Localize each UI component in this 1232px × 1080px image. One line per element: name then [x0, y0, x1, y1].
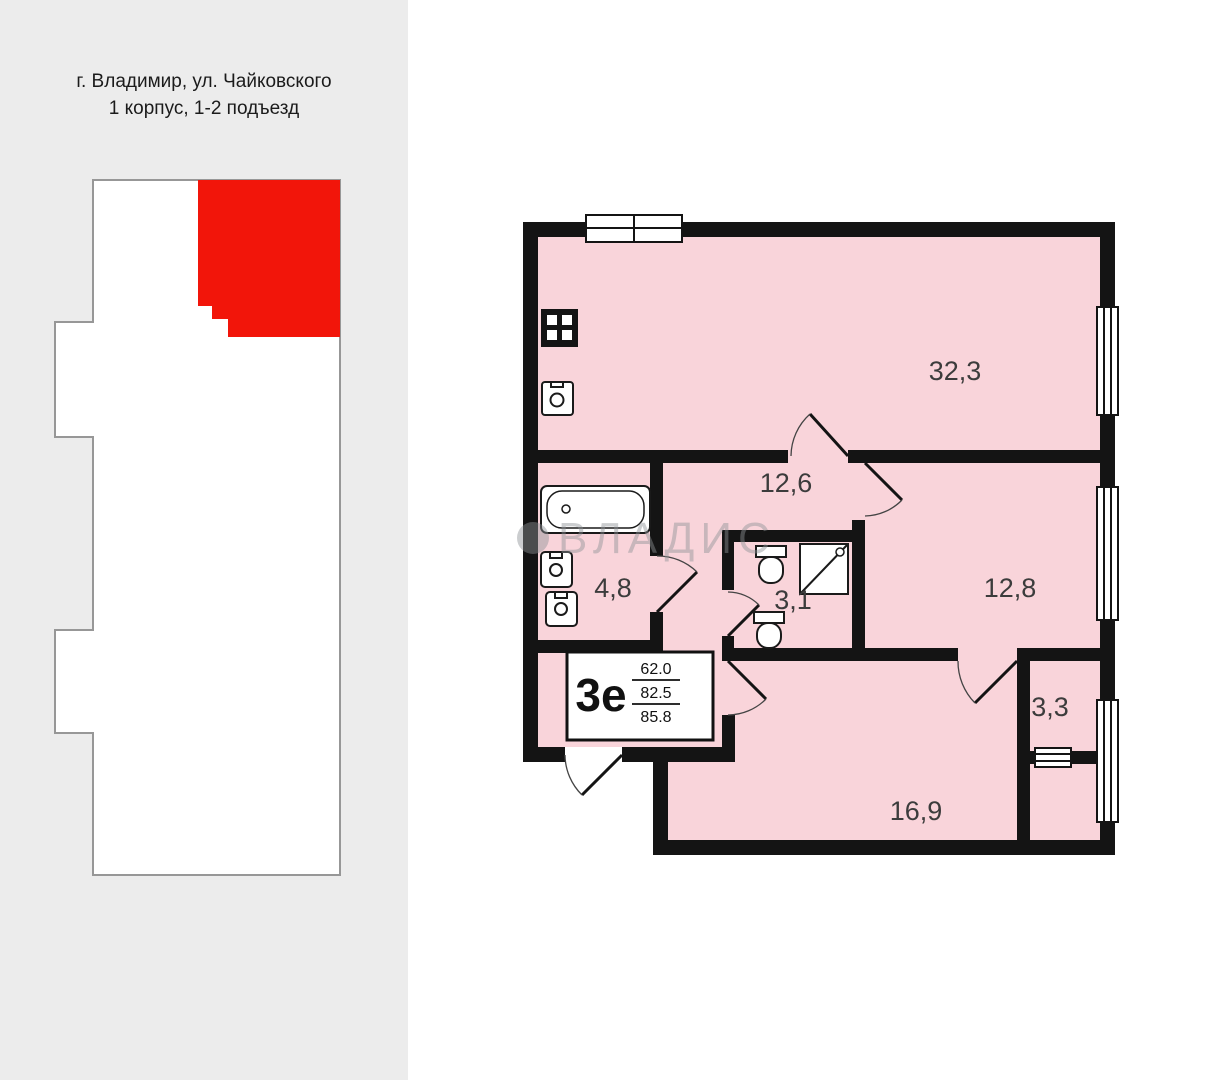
- window-top: [585, 214, 683, 243]
- wall-segment: [653, 840, 1115, 855]
- address-line-2: 1 корпус, 1-2 подъезд: [108, 98, 300, 119]
- bathtub-icon: [540, 485, 651, 534]
- wall-segment: [852, 648, 958, 661]
- doors: [564, 412, 1019, 797]
- door-bath: [655, 555, 699, 614]
- apartment-stamp: 3е 62.0 82.5 85.8: [565, 650, 715, 742]
- wall-segment: [1068, 751, 1100, 764]
- wall-segment: [538, 640, 663, 653]
- window-balcony-inner: [1034, 747, 1072, 768]
- door-living: [790, 412, 850, 458]
- selected-section-highlight: [198, 180, 340, 337]
- kitchen-sink-icon: [541, 381, 574, 416]
- stamp-type-label: 3е: [575, 669, 626, 721]
- room-label-living: 32,3: [929, 356, 982, 386]
- room-label-balcony: 3,3: [1031, 692, 1069, 722]
- shower-icon: [799, 543, 849, 595]
- door-bedroom: [863, 461, 904, 517]
- windows: [585, 214, 1119, 823]
- room-label-wc: 3,1: [774, 585, 812, 615]
- wall-segment: [653, 747, 668, 855]
- watermark: ВЛАДИС: [517, 514, 776, 563]
- wall-segment: [622, 747, 735, 762]
- address-line-1: г. Владимир, ул. Чайковского: [76, 71, 332, 92]
- building-minimap: [54, 179, 341, 876]
- window-balcony: [1096, 699, 1119, 823]
- building-footprint: [54, 179, 341, 876]
- door-kitchen-living: [726, 659, 768, 716]
- wall-segment: [848, 450, 1100, 463]
- window-bedroom: [1096, 486, 1119, 621]
- wall-segment: [852, 520, 865, 661]
- door-entrance: [564, 753, 624, 797]
- wall-segment: [722, 636, 734, 648]
- room-label-bath: 4,8: [594, 573, 632, 603]
- room-label-kitchen-living: 16,9: [890, 796, 943, 826]
- wall-segment: [1017, 648, 1100, 661]
- toilet-icon: [755, 545, 787, 584]
- fixtures: [540, 309, 849, 649]
- room-label-hall: 12,6: [760, 468, 813, 498]
- wall-segment: [722, 530, 852, 542]
- floor-plan: ВЛАДИС 3е 62.0 82.5 85.8 32,3 12,6 12,8 …: [517, 214, 1119, 855]
- stamp-total-area: 85.8: [640, 709, 671, 726]
- door-wc: [726, 591, 761, 638]
- wall-segment: [722, 715, 735, 762]
- wall-segment: [722, 648, 852, 661]
- stamp-box: [565, 650, 715, 742]
- room-labels: 32,3 12,6 12,8 4,8 3,1 3,3 16,9: [594, 356, 1069, 826]
- wall-segment: [722, 530, 734, 590]
- window-living: [1096, 306, 1119, 416]
- toilet2-icon: [753, 611, 785, 649]
- wall-segment: [523, 222, 538, 762]
- watermark-text: ВЛАДИС: [558, 514, 776, 563]
- stamp-area: 82.5: [640, 685, 671, 702]
- wall-segment: [650, 450, 663, 556]
- door-balcony: [957, 659, 1019, 705]
- room-label-bedroom: 12,8: [984, 573, 1037, 603]
- sidebar: г. Владимир, ул. Чайковского 1 корпус, 1…: [0, 0, 408, 1080]
- stamp-living-area: 62.0: [640, 661, 671, 678]
- watermark-logo-icon: [517, 522, 549, 554]
- bathroom-sink-icon: [540, 551, 573, 588]
- building-address: г. Владимир, ул. Чайковского 1 корпус, 1…: [0, 68, 408, 122]
- wall-segment: [1017, 661, 1030, 840]
- bathroom-sink2-icon: [545, 591, 578, 627]
- stove-icon: [541, 309, 578, 347]
